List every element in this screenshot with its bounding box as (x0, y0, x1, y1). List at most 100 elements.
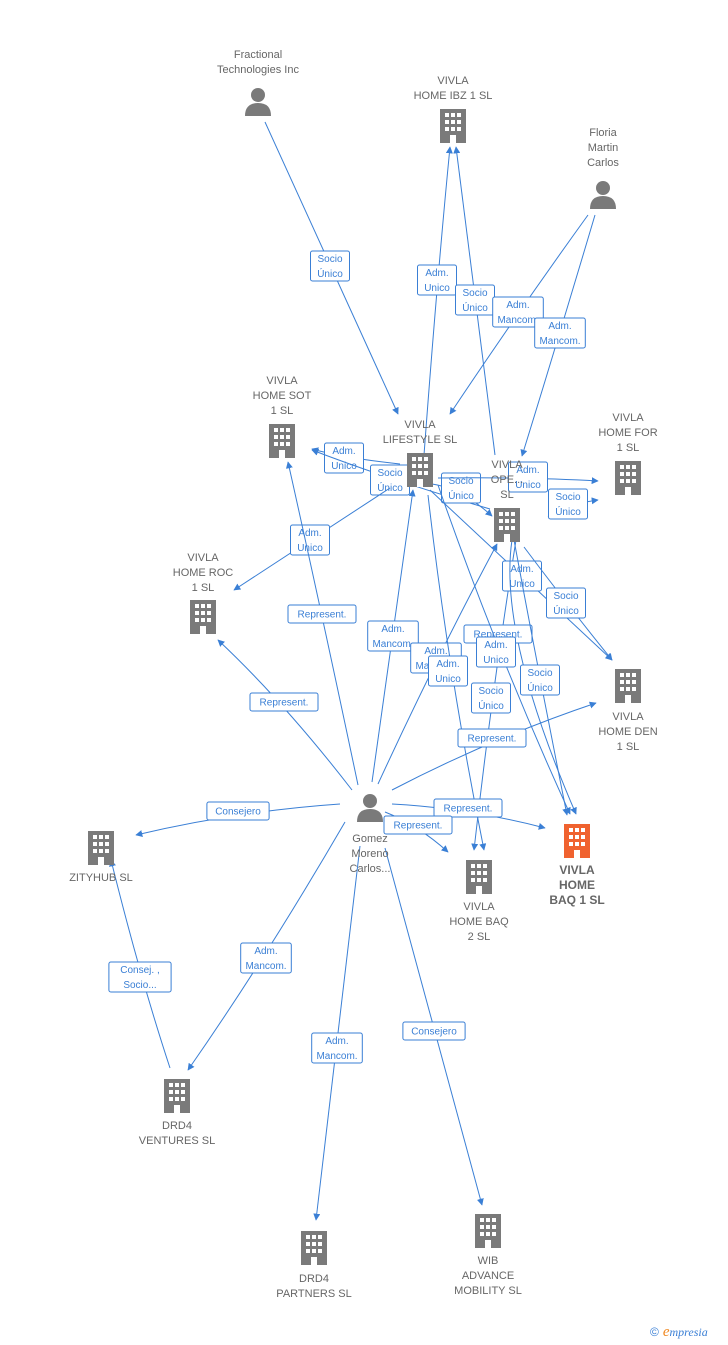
node-label[interactable]: HOME IBZ 1 SL (414, 90, 493, 102)
node-label[interactable]: HOME BAQ (449, 916, 509, 928)
node-label[interactable]: VIVLA (612, 412, 644, 424)
node-label[interactable]: Carlos... (350, 863, 391, 875)
building-icon[interactable] (466, 860, 492, 894)
node-label[interactable]: Moreno (351, 848, 388, 860)
node-label[interactable]: VIVLA (491, 459, 523, 471)
node-label[interactable]: Fractional (234, 49, 282, 61)
node-label[interactable]: BAQ 1 SL (549, 893, 604, 907)
edge-label-box[interactable] (402, 1021, 466, 1041)
node-label[interactable]: VIVLA (437, 75, 469, 87)
building-icon[interactable] (494, 508, 520, 542)
edge-label-box[interactable] (417, 264, 457, 296)
node-label[interactable]: LIFESTYLE SL (383, 434, 458, 446)
node-label[interactable]: VENTURES SL (139, 1135, 215, 1147)
edge-label-box[interactable] (546, 587, 586, 619)
edge-label-box[interactable] (428, 655, 468, 687)
node-for[interactable]: VIVLA HOME FOR 1 SL (598, 412, 658, 495)
edge-label-box[interactable] (520, 664, 560, 696)
edge-label-box[interactable] (534, 317, 586, 349)
building-icon[interactable] (440, 109, 466, 143)
edge-label-box[interactable] (457, 728, 527, 748)
edge-label-box[interactable] (433, 798, 503, 818)
node-label[interactable]: HOME DEN (598, 726, 657, 738)
node-label[interactable]: Carlos (587, 157, 619, 169)
node-label[interactable]: Floria (589, 127, 617, 139)
node-gomez[interactable]: GomezMorenoCarlos... (350, 794, 391, 875)
node-label[interactable]: 1 SL (617, 741, 640, 753)
node-label[interactable]: 1 SL (617, 442, 640, 454)
person-icon[interactable] (245, 88, 271, 116)
person-icon[interactable] (590, 181, 616, 209)
node-label[interactable]: HOME SOT (253, 390, 312, 402)
node-label[interactable]: VIVLA (559, 863, 595, 877)
node-label[interactable]: VIVLA (266, 375, 298, 387)
node-label[interactable]: VIVLA (463, 901, 495, 913)
node-label[interactable]: 2 SL (468, 931, 491, 943)
node-den[interactable]: VIVLA HOME DEN 1 SL (598, 669, 658, 753)
node-label[interactable]: Technologies Inc (217, 64, 299, 76)
node-label[interactable]: ZITYHUB SL (69, 872, 133, 884)
person-icon[interactable] (357, 794, 383, 822)
node-label[interactable]: 1 SL (271, 405, 294, 417)
node-label[interactable]: HOME FOR (598, 427, 657, 439)
edge-label-box[interactable] (367, 620, 419, 652)
node-label[interactable]: DRD4 (299, 1273, 329, 1285)
building-icon[interactable] (615, 669, 641, 703)
node-label[interactable]: PARTNERS SL (276, 1288, 351, 1300)
node-lifestyle[interactable]: VIVLA LIFESTYLE SL (383, 419, 458, 487)
node-label[interactable]: 1 SL (192, 582, 215, 594)
node-ibz[interactable]: VIVLA HOME IBZ 1 SL (414, 75, 493, 143)
building-icon[interactable] (269, 424, 295, 458)
edge-label-box[interactable] (108, 961, 172, 993)
node-zityhub[interactable]: ZITYHUB SL (69, 831, 133, 884)
node-label[interactable]: DRD4 (162, 1120, 192, 1132)
node-sot[interactable]: VIVLA HOME SOT 1 SL (253, 375, 312, 458)
node-wib[interactable]: WIB ADVANCE MOBILITY SL (454, 1214, 522, 1297)
building-icon[interactable] (164, 1079, 190, 1113)
node-label[interactable]: MOBILITY SL (454, 1285, 522, 1297)
node-label[interactable]: VIVLA (187, 552, 219, 564)
node-label[interactable]: Gomez (352, 833, 387, 845)
edge-label-box[interactable] (476, 636, 516, 668)
building-icon[interactable] (564, 824, 590, 858)
edge-label-box[interactable] (290, 524, 330, 556)
node-label[interactable]: VIVLA (612, 711, 644, 723)
node-label[interactable]: Martin (588, 142, 619, 154)
edge-label-box[interactable] (240, 942, 292, 974)
edge-label-box[interactable] (441, 472, 481, 504)
edge-label-box[interactable] (310, 250, 350, 282)
edge-label-text: Adm. (510, 564, 533, 575)
node-label[interactable]: ADVANCE (462, 1270, 514, 1282)
building-icon[interactable] (615, 461, 641, 495)
edge-label-box[interactable] (471, 682, 511, 714)
node-label[interactable]: WIB (478, 1255, 499, 1267)
node-ope[interactable]: VIVLA OPE... SL (491, 459, 523, 542)
building-icon[interactable] (88, 831, 114, 865)
building-icon[interactable] (407, 453, 433, 487)
edge-label-box[interactable] (548, 488, 588, 520)
edge-label-box[interactable] (492, 296, 544, 328)
edge-label-box[interactable] (287, 604, 357, 624)
building-icon[interactable] (301, 1231, 327, 1265)
edge-label-box[interactable] (508, 461, 548, 493)
node-label[interactable]: VIVLA (404, 419, 436, 431)
building-icon[interactable] (475, 1214, 501, 1248)
node-label[interactable]: OPE... (491, 474, 523, 486)
node-label[interactable]: HOME ROC (173, 567, 234, 579)
edge-label-text: Adm. (506, 300, 529, 311)
node-label[interactable]: SL (500, 489, 513, 501)
building-icon[interactable] (190, 600, 216, 634)
edge-label-box[interactable] (383, 815, 453, 835)
edge-label-box[interactable] (502, 560, 542, 592)
node-label[interactable]: HOME (559, 878, 595, 892)
edge-label-box[interactable] (311, 1032, 363, 1064)
node-baq2[interactable]: VIVLA HOME BAQ 2 SL (449, 860, 509, 943)
node-roc[interactable]: VIVLA HOME ROC 1 SL (173, 552, 234, 634)
edge-label-box[interactable] (249, 692, 319, 712)
edge-label-box[interactable] (206, 801, 270, 821)
